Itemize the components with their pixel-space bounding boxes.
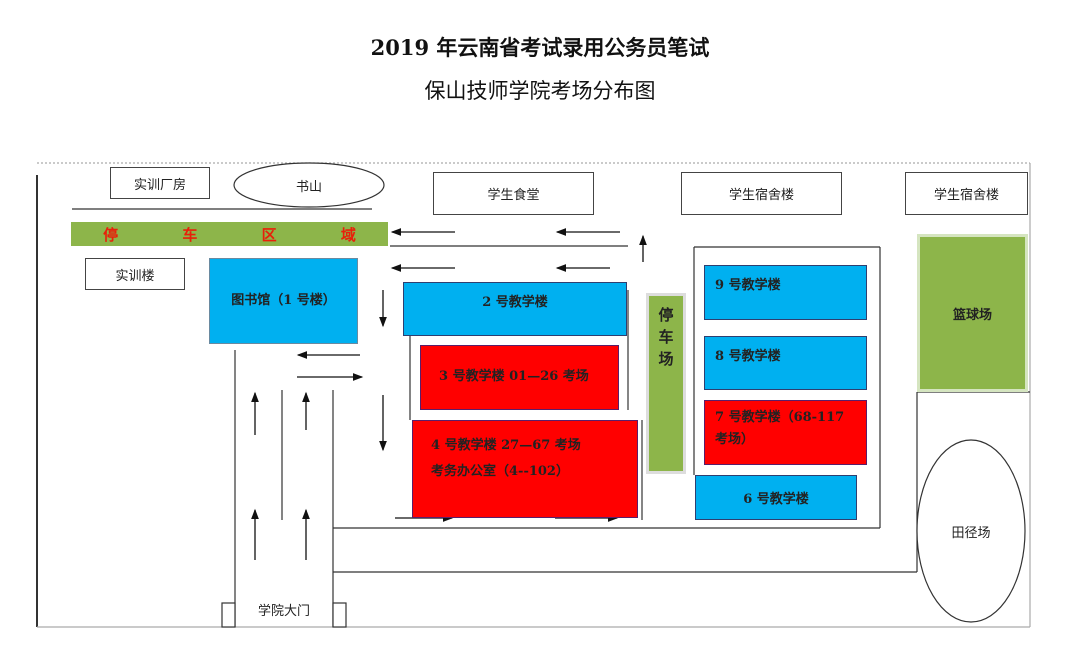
shushan: 书山: [295, 179, 322, 195]
basketball-court: 篮球场: [917, 234, 1028, 392]
map-subtitle: 保山技师学院考场分布图: [424, 79, 656, 103]
library: 图书馆（1 号楼）: [209, 258, 358, 344]
map-title: 2019 年云南省考试录用公务员笔试: [370, 35, 710, 60]
building-3: 3 号教学楼 01—26 考场: [420, 345, 619, 410]
parking-char: 停: [103, 225, 119, 244]
parking-char: 域: [340, 225, 356, 244]
building-4-label: 4 号教学楼 27—67 考场: [431, 438, 581, 453]
parking-lot-char: 车: [658, 328, 674, 346]
building-6: 6 号教学楼: [695, 475, 857, 520]
college-gate: 学院大门: [257, 603, 310, 619]
parking-char: 区: [261, 225, 277, 244]
parking-area: 停 车 区 域: [71, 222, 388, 246]
student-canteen: 学生食堂: [433, 172, 594, 215]
building-4: 4 号教学楼 27—67 考场 考务办公室（4--102）: [412, 420, 638, 518]
exam-office-label: 考务办公室（4--102）: [431, 464, 569, 479]
building-8: 8 号教学楼: [704, 336, 867, 390]
building-7: 7 号教学楼（68-117 考场）: [704, 400, 867, 465]
building-2: 2 号教学楼: [403, 282, 627, 336]
training-building: 实训楼: [85, 258, 185, 290]
track-field: 田径场: [951, 525, 991, 541]
parking-lot-char: 停: [658, 306, 674, 324]
parking-lot: 停 车 场: [646, 293, 686, 474]
parking-char: 车: [182, 225, 198, 244]
student-dorm-1: 学生宿舍楼: [681, 172, 842, 215]
building-9: 9 号教学楼: [704, 265, 867, 320]
student-dorm-2: 学生宿舍楼: [905, 172, 1028, 215]
training-factory: 实训厂房: [110, 167, 210, 199]
parking-lot-char: 场: [658, 350, 674, 368]
